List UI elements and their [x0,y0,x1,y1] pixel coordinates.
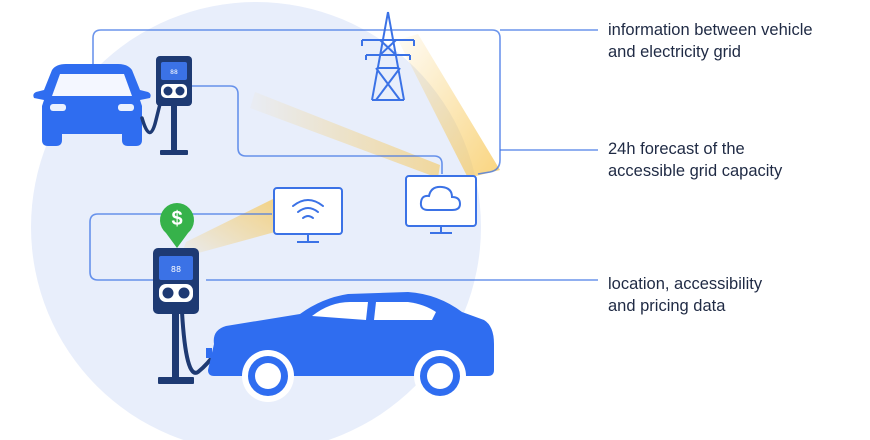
car-front-icon [33,64,151,146]
charger-icon: 88 [156,56,192,155]
label-vehicle-grid: information between vehicle and electric… [608,19,813,63]
power-tower-icon [361,11,415,101]
label-forecast-line-2: accessible grid capacity [608,162,783,180]
svg-text:88: 88 [170,69,178,76]
label-vehicle-grid-line-2: and electricity grid [608,43,741,61]
charger-icon-bottom: 88 [153,248,199,384]
label-location-line-2: and pricing data [608,297,726,315]
connection-lines [89,29,598,281]
price-pin-icon: $ [159,203,194,248]
line-pin-loop [89,213,272,281]
svg-text:88: 88 [171,265,181,274]
cloud-monitor-icon [405,175,477,234]
label-forecast-line-1: 24h forecast of the [608,140,745,158]
car-side-icon [206,292,494,402]
label-location-line-1: location, accessibility [608,275,763,293]
label-location: location, accessibility and pricing data [608,273,762,317]
line-charger-to-cloud [190,85,443,174]
price-pin-symbol: $ [171,208,182,230]
beam-wifi [180,198,275,258]
label-vehicle-grid-line-1: information between vehicle [608,21,813,39]
wifi-monitor-icon [273,187,343,243]
label-forecast: 24h forecast of the accessible grid capa… [608,138,782,182]
line-top-loop [92,29,501,175]
beam-tower [398,34,500,178]
